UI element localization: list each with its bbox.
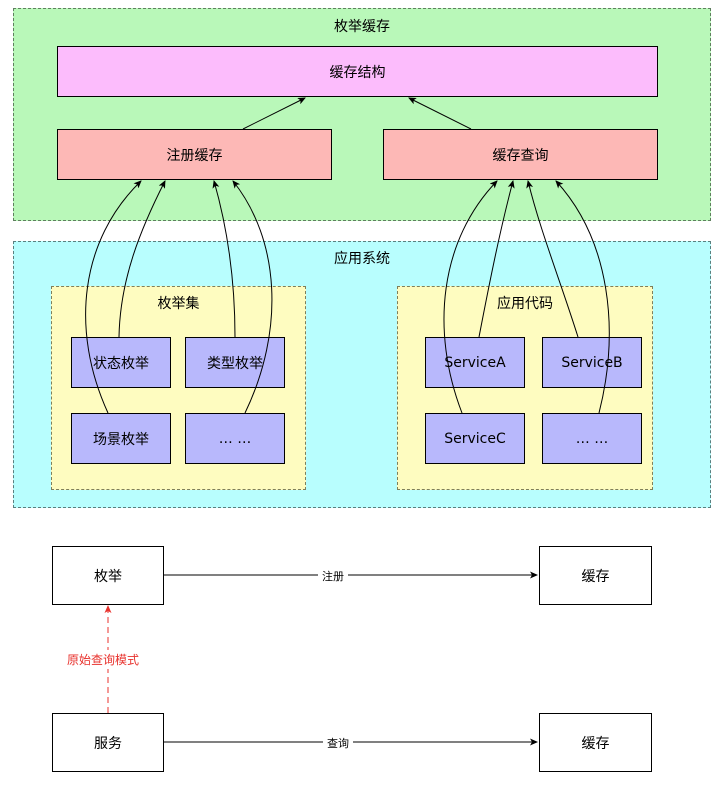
cache-query-box[interactable]: 缓存查询 — [383, 129, 658, 180]
enum-node-label: 枚举 — [94, 568, 122, 585]
service-node[interactable]: 服务 — [52, 713, 164, 772]
app-system-group-title: 应用系统 — [334, 251, 390, 267]
type-enum-label: 类型枚举 — [207, 355, 263, 372]
scene-enum-label: 场景枚举 — [93, 431, 149, 448]
status-enum-box[interactable]: 状态枚举 — [71, 337, 171, 388]
app-code-title: 应用代码 — [497, 296, 553, 312]
cache-node-bottom[interactable]: 缓存 — [539, 713, 652, 772]
cache-structure-label: 缓存结构 — [329, 64, 386, 81]
service-node-label: 服务 — [94, 735, 122, 752]
legacy-edge-label: 原始查询模式 — [67, 650, 140, 669]
type-enum-box[interactable]: 类型枚举 — [185, 337, 285, 388]
service-b-label: ServiceB — [561, 354, 623, 371]
enum-cache-group: 枚举缓存 — [13, 8, 711, 221]
enum-set-title: 枚举集 — [157, 296, 200, 312]
more-services-box[interactable]: … … — [542, 413, 642, 464]
cache-structure-box[interactable]: 缓存结构 — [57, 46, 658, 97]
service-c-box[interactable]: ServiceC — [425, 413, 525, 464]
service-b-box[interactable]: ServiceB — [542, 337, 642, 388]
more-enums-box[interactable]: … … — [185, 413, 285, 464]
cache-node-bottom-label: 缓存 — [581, 735, 610, 752]
register-cache-label: 注册缓存 — [166, 147, 223, 164]
register-edge-label: 注册 — [318, 568, 348, 584]
cache-query-label: 缓存查询 — [492, 147, 549, 164]
register-cache-box[interactable]: 注册缓存 — [57, 129, 332, 180]
enum-node[interactable]: 枚举 — [52, 546, 164, 605]
cache-node-top-label: 缓存 — [581, 568, 610, 585]
more-enums-label: … … — [218, 430, 252, 447]
enum-cache-group-title: 枚举缓存 — [334, 19, 390, 35]
scene-enum-box[interactable]: 场景枚举 — [71, 413, 171, 464]
status-enum-label: 状态枚举 — [93, 355, 149, 372]
service-a-label: ServiceA — [444, 354, 506, 371]
query-edge-label: 查询 — [323, 735, 353, 751]
service-c-label: ServiceC — [444, 430, 506, 447]
cache-node-top[interactable]: 缓存 — [539, 546, 652, 605]
more-services-label: … … — [575, 430, 609, 447]
service-a-box[interactable]: ServiceA — [425, 337, 525, 388]
